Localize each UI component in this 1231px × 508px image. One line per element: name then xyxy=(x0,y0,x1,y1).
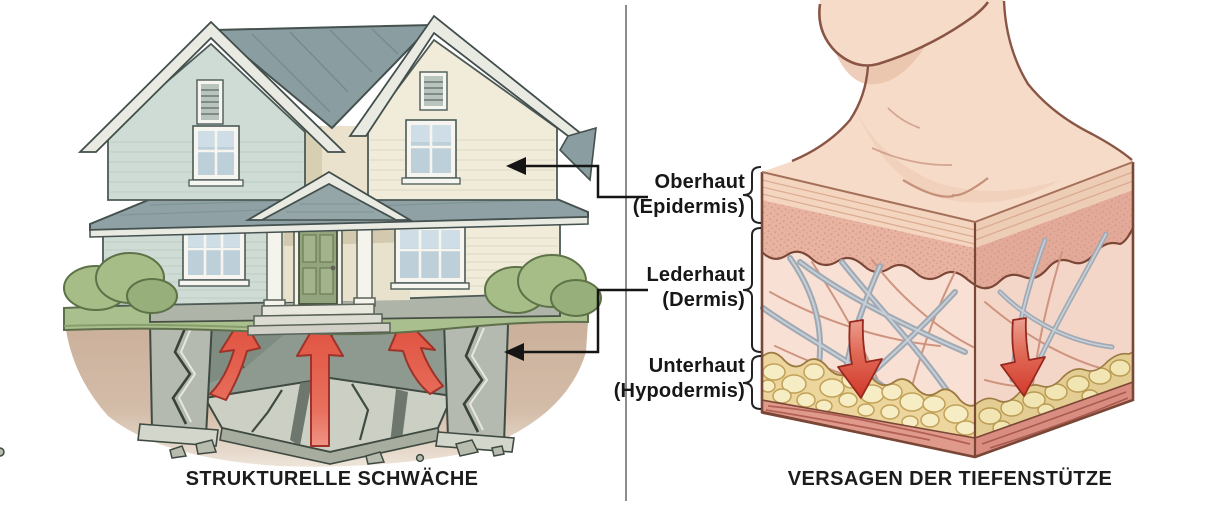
rubble xyxy=(0,439,505,465)
down-arrow-icon xyxy=(1000,317,1046,397)
connector-upper xyxy=(522,164,648,199)
red-down-arrow-icons xyxy=(837,317,1046,399)
hypodermis-fat-layer xyxy=(761,351,1134,438)
window-first-floor-left xyxy=(178,225,250,287)
attic-vent-left xyxy=(196,79,224,125)
attic-vent-right xyxy=(419,71,448,111)
bracket-epidermis xyxy=(742,166,762,224)
label-oberhaut-name: Oberhaut xyxy=(654,171,745,193)
label-unterhaut: Unterhaut (Hypodermis) xyxy=(614,354,745,404)
pointer-connectors xyxy=(520,164,648,354)
porch-steps xyxy=(247,303,391,336)
left-arrow-icon xyxy=(504,343,524,361)
label-lederhaut-name: Lederhaut xyxy=(646,264,745,286)
neck-figure xyxy=(762,0,1133,222)
label-oberhaut-sub: (Epidermis) xyxy=(632,196,745,218)
window-first-floor-right xyxy=(390,224,470,290)
layer-brackets xyxy=(742,166,762,410)
front-door xyxy=(293,223,343,307)
up-arrow-icon xyxy=(388,316,444,395)
caption-structural-weakness: STRUKTURELLE SCHWÄCHE xyxy=(185,468,479,490)
down-arrow-icon xyxy=(837,319,883,399)
label-unterhaut-name: Unterhaut xyxy=(648,355,745,377)
label-lederhaut: Lederhaut (Dermis) xyxy=(647,263,745,313)
window-gable-right xyxy=(401,119,461,185)
connector-lower xyxy=(520,288,648,354)
up-arrow-icon xyxy=(296,315,344,447)
skin-illustration xyxy=(760,0,1135,459)
label-unterhaut-sub: (Hypodermis) xyxy=(613,380,745,402)
left-arrow-icon xyxy=(506,157,526,175)
house xyxy=(77,14,597,336)
bushes xyxy=(63,252,602,317)
up-arrow-icon xyxy=(209,316,261,401)
house-illustration xyxy=(0,14,602,467)
stratum-band xyxy=(761,162,1134,248)
red-up-arrow-icons xyxy=(209,315,444,447)
window-gable-left xyxy=(188,125,244,187)
second-floor xyxy=(77,14,597,221)
bracket-hypodermis xyxy=(742,355,762,410)
label-lederhaut-sub: (Dermis) xyxy=(662,289,745,311)
label-oberhaut: Oberhaut (Epidermis) xyxy=(633,170,745,220)
bracket-dermis xyxy=(742,227,762,353)
caption-deep-support-failure: VERSAGEN DER TIEFENSTÜTZE xyxy=(787,468,1113,490)
